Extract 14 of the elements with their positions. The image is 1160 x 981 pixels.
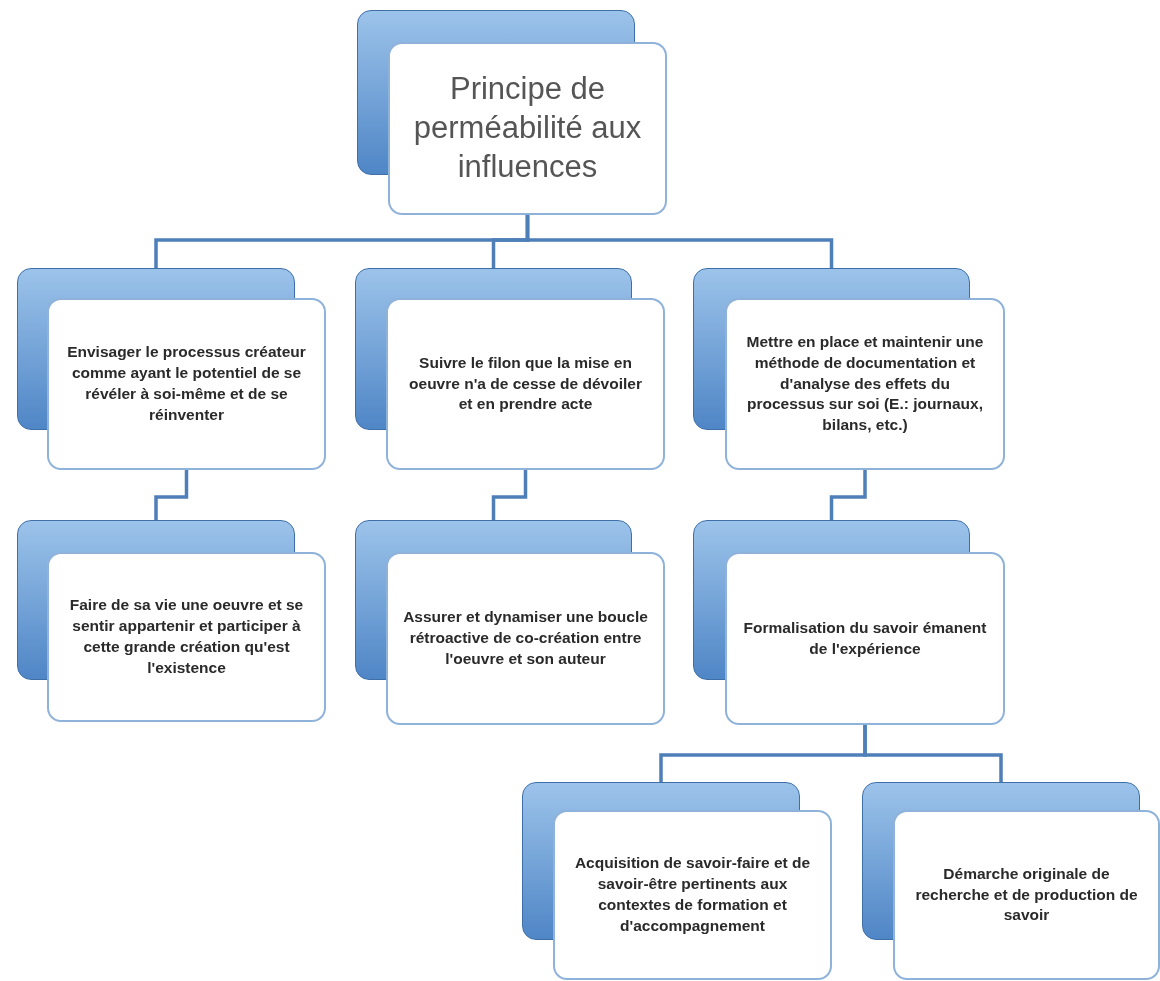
connector-line xyxy=(154,470,189,520)
connector-line xyxy=(525,215,834,268)
node-text: Formalisation du savoir émanent de l'expérience xyxy=(742,617,988,659)
node-text: Principe de perméabilité aux influences xyxy=(412,70,643,186)
node-text: Suivre le filon que la mise en oeuvre n'a de cesse de dévoiler et en prendre acte xyxy=(408,352,643,415)
node-text: Démarche originale de recherche et de production de savoir xyxy=(914,863,1139,926)
node-text: Assurer et dynamiser une boucle rétroactive de co-création entre l'oeuvre et son auteur xyxy=(402,607,649,669)
node-text: Envisager le processus créateur comme ayant le potentiel de se révéler à soi-même et de se réinventer xyxy=(66,342,307,425)
node-text: Mettre en place et maintenir une méthode de documentation et d'analyse des effets du processus sur soi (E.: journaux, bilans, etc.) xyxy=(745,331,985,436)
connector-line xyxy=(863,725,1003,782)
node-text: Acquisition de savoir-faire et de savoir-être pertinents aux contextes de formation et d'accompagnement xyxy=(573,853,812,936)
connector-line xyxy=(491,470,528,520)
connector-line xyxy=(829,470,867,520)
node-text: Faire de sa vie une oeuvre et se sentir appartenir et participer à cette grande création qu'est l'existence xyxy=(68,595,305,678)
